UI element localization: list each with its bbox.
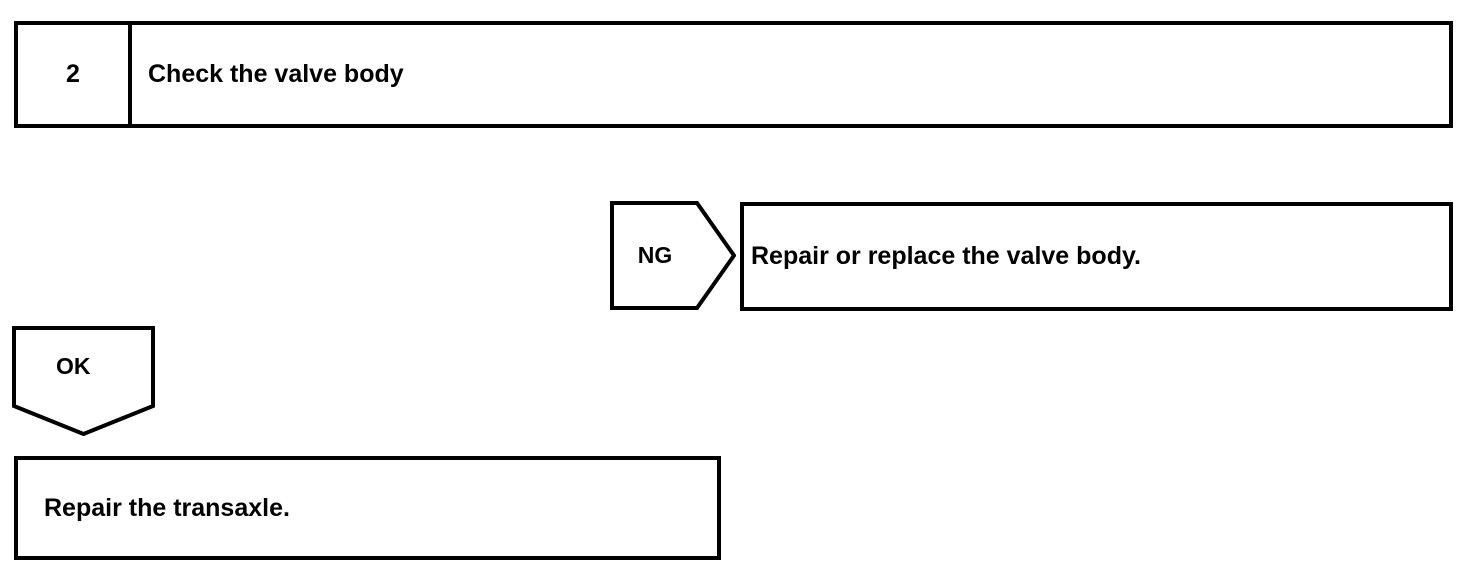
- step-row-divider: [128, 25, 132, 124]
- ok-arrow-icon: [12, 326, 155, 436]
- ng-arrow-icon: [610, 201, 736, 310]
- step-label: Check the valve body: [148, 60, 404, 88]
- ok-result-label: Repair the transaxle.: [44, 493, 290, 522]
- step-row: 2 Check the valve body: [14, 21, 1453, 128]
- step-number: 2: [66, 60, 80, 88]
- ng-result-label: Repair or replace the valve body.: [751, 242, 1141, 270]
- ng-branch-label: NG: [637, 242, 673, 268]
- ok-branch-label: OK: [56, 352, 91, 379]
- ng-result-box: [740, 202, 1453, 311]
- ok-result-box: [14, 456, 721, 560]
